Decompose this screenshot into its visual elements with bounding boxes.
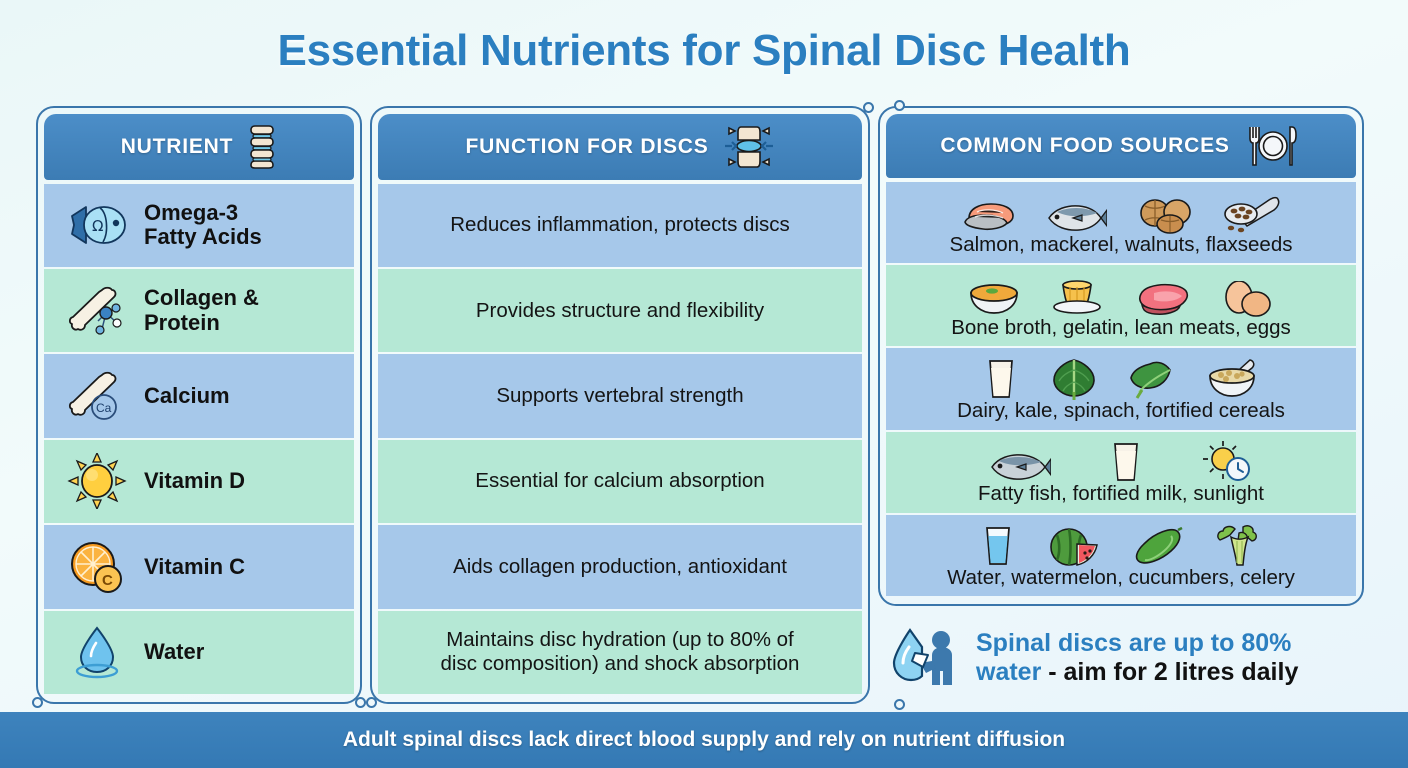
sun-icon — [66, 453, 128, 510]
connector-dot — [32, 697, 43, 708]
footer-note: Adult spinal discs lack direct blood sup… — [0, 712, 1408, 768]
callout-rest: - aim for 2 litres daily — [1041, 658, 1299, 686]
water-glass-icon — [979, 525, 1017, 567]
milk-glass-icon — [982, 358, 1020, 400]
callout-highlight: Spinal discs are up to 80% — [976, 628, 1292, 657]
table-row: Fatty fish, fortified milk, sunlight — [886, 431, 1356, 513]
lean-meat-icon — [1134, 281, 1190, 317]
svg-text:Ω: Ω — [92, 217, 103, 235]
table-row: Supports vertebral strength — [378, 354, 862, 438]
header-nutrient: NUTRIENT — [44, 114, 354, 180]
function-text: Maintains disc hydration (up to 80% of d… — [440, 628, 800, 676]
connector-dot — [355, 697, 366, 708]
table-row: C Vitamin C — [44, 525, 354, 609]
food-icon-group — [968, 273, 1274, 317]
header-food-sources: COMMON FOOD SOURCES — [886, 114, 1356, 178]
salmon-steak-icon — [961, 198, 1017, 234]
nutrient-label: Vitamin D — [144, 468, 246, 494]
table-row: Dairy, kale, spinach, fortified cereals — [886, 348, 1356, 430]
table-row: Essential for calcium absorption — [378, 439, 862, 524]
table-row: Maintains disc hydration (up to 80% of d… — [378, 610, 862, 694]
table-row: Collagen & Protein — [44, 268, 354, 353]
nutrient-label: Calcium — [144, 382, 230, 408]
table-row: Provides structure and flexibility — [378, 268, 862, 353]
mackerel-icon — [1047, 202, 1107, 234]
connector-dot — [894, 100, 905, 111]
nutrient-label: Collagen & Protein — [144, 285, 259, 335]
milk-glass-icon — [1107, 441, 1145, 483]
food-icon-group — [979, 523, 1263, 567]
fatty-fish-icon — [989, 451, 1051, 483]
table-row: Ω Omega-3 Fatty Acids — [44, 183, 354, 267]
table-row: Water, watermelon, cucumbers, celery — [886, 514, 1356, 596]
spine-icon — [247, 124, 277, 170]
connector-dot — [863, 102, 874, 113]
connector-dot — [894, 699, 905, 710]
header-function: FUNCTION FOR DISCS — [378, 114, 862, 180]
bone-molecule-icon — [66, 285, 128, 337]
sun-clock-icon — [1201, 439, 1253, 483]
bone-calcium-icon: Ca — [66, 370, 128, 422]
walnuts-icon — [1137, 198, 1193, 234]
cereal-bowl-icon — [1206, 358, 1260, 400]
food-text: Dairy, kale, spinach, fortified cereals — [957, 399, 1285, 423]
nutrient-label: Omega-3 Fatty Acids — [144, 199, 262, 250]
table-row: Vitamin D — [44, 439, 354, 524]
fish-omega-icon: Ω — [66, 202, 128, 248]
column-food-sources: COMMON FOOD SOURCES — [878, 100, 1364, 710]
vertebra-disc-icon — [723, 124, 775, 170]
gelatin-icon — [1050, 279, 1104, 317]
header-food-label: COMMON FOOD SOURCES — [940, 133, 1230, 157]
function-text: Provides structure and flexibility — [475, 298, 765, 322]
flaxseed-spoon-icon — [1223, 196, 1281, 234]
food-text: Salmon, mackerel, walnuts, flaxseeds — [949, 232, 1293, 256]
table-row: Aids collagen production, antioxidant — [378, 525, 862, 609]
callout-highlight2: water — [976, 658, 1042, 686]
nutrient-label: Water — [144, 638, 205, 664]
column-function: FUNCTION FOR DISCS Reduces infl — [366, 102, 874, 708]
table-row: Reduces inflammation, protects discs — [378, 183, 862, 267]
table-row: Water — [44, 610, 354, 694]
nutrient-table: NUTRIENT — [32, 100, 1372, 710]
spinach-icon — [1128, 358, 1176, 400]
kale-icon — [1050, 358, 1098, 401]
nutrient-label: Vitamin C — [144, 553, 246, 579]
celery-icon — [1215, 523, 1263, 567]
eggs-icon — [1220, 280, 1274, 317]
food-text: Fatty fish, fortified milk, sunlight — [978, 482, 1264, 506]
food-icon-group — [989, 439, 1253, 483]
cucumber-icon — [1131, 526, 1185, 567]
person-drinking-water-icon — [888, 627, 964, 689]
function-text: Aids collagen production, antioxidant — [453, 554, 787, 578]
broth-bowl-icon — [968, 279, 1020, 317]
connector-dot — [366, 697, 377, 708]
food-card: COMMON FOOD SOURCES — [878, 100, 1364, 710]
food-icon-group — [982, 356, 1260, 401]
food-text: Water, watermelon, cucumbers, celery — [947, 565, 1295, 589]
header-nutrient-label: NUTRIENT — [120, 134, 234, 158]
food-text: Bone broth, gelatin, lean meats, eggs — [951, 315, 1291, 339]
water-callout: Spinal discs are up to 80% water - aim f… — [878, 616, 1364, 700]
function-text: Reduces inflammation, protects discs — [450, 213, 790, 237]
svg-text:Ca: Ca — [96, 401, 112, 415]
svg-text:C: C — [102, 572, 113, 589]
header-function-label: FUNCTION FOR DISCS — [465, 134, 709, 158]
column-nutrient: NUTRIENT — [32, 106, 366, 708]
table-row: Salmon, mackerel, walnuts, flaxseeds — [886, 181, 1356, 264]
function-text: Essential for calcium absorption — [475, 469, 765, 493]
water-drop-icon — [66, 624, 128, 680]
table-row: Bone broth, gelatin, lean meats, eggs — [886, 265, 1356, 347]
orange-vitc-icon: C — [66, 539, 128, 595]
watermelon-icon — [1047, 527, 1101, 567]
fork-plate-knife-icon — [1244, 124, 1302, 168]
food-icon-group — [961, 190, 1281, 234]
table-row: Ca Calcium — [44, 354, 354, 438]
function-text: Supports vertebral strength — [496, 383, 744, 407]
callout-text: Spinal discs are up to 80% water - aim f… — [976, 629, 1298, 688]
page-title: Essential Nutrients for Spinal Disc Heal… — [277, 26, 1131, 75]
